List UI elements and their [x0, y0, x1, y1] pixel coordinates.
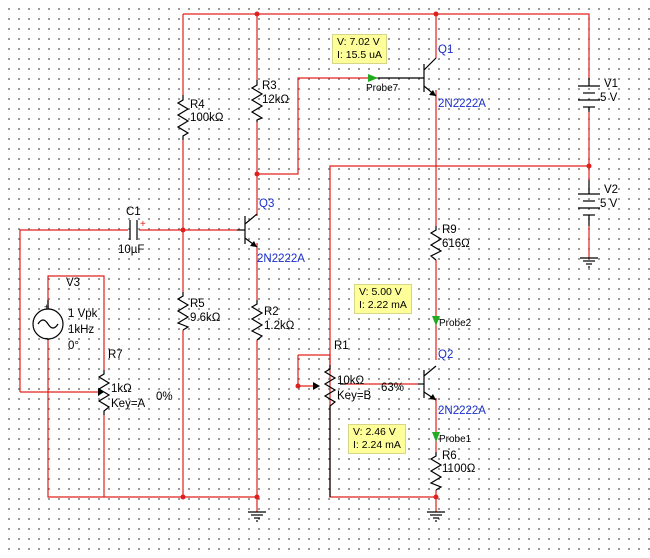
r1-potentiometer-symbol[interactable]	[313, 365, 346, 497]
probe7-arrow-icon	[368, 74, 378, 82]
r9-name-label: R9	[442, 224, 457, 236]
r1-name-label: R1	[334, 340, 349, 352]
v1-value-label: 5 V	[600, 92, 618, 104]
q3-name-label: Q3	[259, 198, 275, 210]
v1-battery-symbol[interactable]	[578, 78, 600, 112]
q2-model-label: 2N2222A	[438, 405, 486, 417]
r4-resistor-symbol[interactable]	[176, 95, 190, 140]
r2-value-label: 1.2kΩ	[264, 320, 295, 332]
probe2-readout[interactable]: V: 5.00 V I: 2.22 mA	[354, 284, 412, 314]
probe7-readout[interactable]: V: 7.02 V I: 15.5 uA	[332, 34, 387, 64]
r9-resistor-symbol[interactable]	[429, 226, 443, 261]
r2-resistor-symbol[interactable]	[250, 300, 264, 341]
wire-bottom-rail	[47, 340, 257, 498]
q1-model-label: 2N2222A	[438, 98, 486, 110]
r9-value-label: 616Ω	[442, 238, 470, 250]
r4-name-label: R4	[190, 99, 205, 111]
r1-percent-label: 63%	[381, 382, 405, 394]
r1-value-label: 10kΩ	[337, 375, 365, 387]
r6-value-label: 1100Ω	[442, 463, 476, 475]
r7-value-label: 1kΩ	[111, 383, 132, 395]
v1-name-label: V1	[604, 78, 619, 90]
r3-value-label: 12kΩ	[262, 94, 290, 106]
wire-v1-v2	[329, 112, 590, 498]
probe1-readout[interactable]: V: 2.46 V I: 2.24 mA	[348, 424, 406, 454]
probe2-current: I: 2.22 mA	[359, 299, 407, 311]
r3-resistor-symbol[interactable]	[250, 80, 264, 122]
q3-model-label: 2N2222A	[257, 253, 305, 265]
wire-q3-collector	[256, 77, 378, 216]
v3-ac-source-symbol[interactable]: + -	[32, 300, 64, 343]
r1-key-label: Key=B	[337, 390, 372, 402]
wire-v3-to-r7	[47, 275, 105, 370]
v3-phase-label: 0°	[68, 340, 79, 352]
q2-name-label: Q2	[438, 349, 454, 361]
v3-amplitude-label: 1 Vpk	[68, 308, 98, 320]
r7-name-label: R7	[108, 349, 123, 361]
v2-name-label: V2	[604, 184, 619, 196]
svg-text:-: -	[45, 333, 48, 343]
r5-resistor-symbol[interactable]	[176, 292, 190, 331]
r7-key-label: Key=A	[111, 398, 146, 410]
svg-text:+: +	[44, 302, 49, 312]
r2-name-label: R2	[264, 306, 279, 318]
junction-dots	[180, 11, 592, 500]
v2-value-label: 5 V	[600, 198, 618, 210]
ground-symbols	[248, 257, 598, 522]
probe-arrow-icons	[368, 74, 440, 442]
wire-c1-base	[19, 229, 237, 393]
probe2-label: Probe2	[439, 318, 472, 329]
probe1-arrow-icon	[432, 432, 440, 442]
wire-top-rail	[182, 13, 590, 95]
r5-value-label: 9.6kΩ	[190, 312, 221, 324]
probe7-voltage: V: 7.02 V	[337, 36, 380, 48]
svg-text:+: +	[140, 219, 146, 230]
r7-potentiometer-symbol[interactable]	[97, 370, 111, 415]
v2-battery-symbol[interactable]	[578, 180, 600, 226]
v3-frequency-label: 1kHz	[68, 324, 95, 336]
r7-percent-label: 0%	[156, 391, 173, 403]
c1-value-label: 10µF	[118, 244, 145, 256]
q3-transistor-symbol[interactable]	[237, 213, 258, 248]
r6-name-label: R6	[442, 450, 457, 462]
c1-name-label: C1	[126, 206, 141, 218]
probe1-voltage: V: 2.46 V	[353, 426, 396, 438]
r5-name-label: R5	[190, 298, 205, 310]
probe7-current: I: 15.5 uA	[337, 49, 382, 61]
q1-transistor-symbol[interactable]	[378, 57, 437, 97]
q1-name-label: Q1	[438, 44, 454, 56]
probe1-current: I: 2.24 mA	[353, 439, 401, 451]
probe2-arrow-icon	[432, 316, 440, 326]
r4-value-label: 100kΩ	[190, 112, 224, 124]
probe1-label: Probe1	[439, 434, 472, 445]
probe2-voltage: V: 5.00 V	[359, 286, 402, 298]
c1-capacitor-symbol[interactable]: +	[129, 219, 146, 240]
probe7-label: Probe7	[366, 83, 399, 94]
r3-name-label: R3	[262, 80, 277, 92]
v3-name-label: V3	[66, 277, 81, 289]
r6-resistor-symbol[interactable]	[429, 452, 443, 491]
q2-transistor-symbol[interactable]	[418, 365, 437, 401]
